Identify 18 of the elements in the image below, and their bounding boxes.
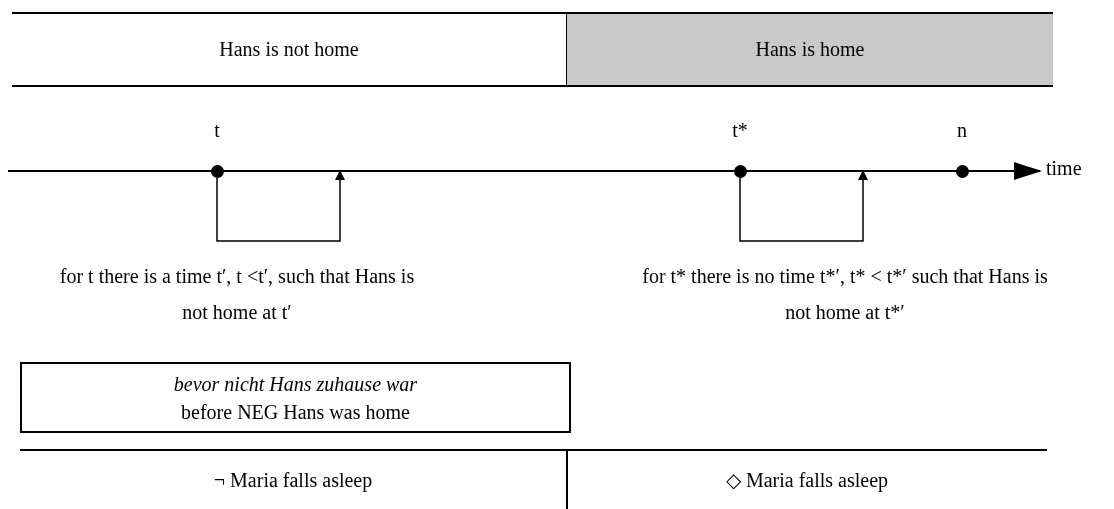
result-cell: ◇ Maria falls asleep xyxy=(567,449,1047,509)
point-label: t xyxy=(213,119,221,142)
state-band: Hans is home xyxy=(567,12,1053,87)
gloss-text: before NEG Hans was home xyxy=(181,399,410,425)
axis-label: time xyxy=(1046,157,1083,180)
time-point-dot xyxy=(733,164,747,178)
german-phrase: bevor nicht Hans zuhause war xyxy=(173,371,418,397)
condition-text: for t* there is no time t*′, t* < t*′ such that Hans is not home at t*′ xyxy=(641,264,1049,325)
state-band: Hans is not home xyxy=(12,12,568,87)
phrase-box xyxy=(20,362,571,433)
bracket-arrow xyxy=(739,170,868,242)
point-label: n xyxy=(956,119,968,142)
result-cell: ¬ Maria falls asleep xyxy=(20,449,568,509)
condition-text: for t there is a time t′, t <t′, such that Hans is not home at t′ xyxy=(58,264,416,325)
time-point-dot xyxy=(210,164,224,178)
point-label: t* xyxy=(731,119,749,142)
time-point-dot xyxy=(955,164,969,178)
bracket-arrow xyxy=(216,170,345,242)
